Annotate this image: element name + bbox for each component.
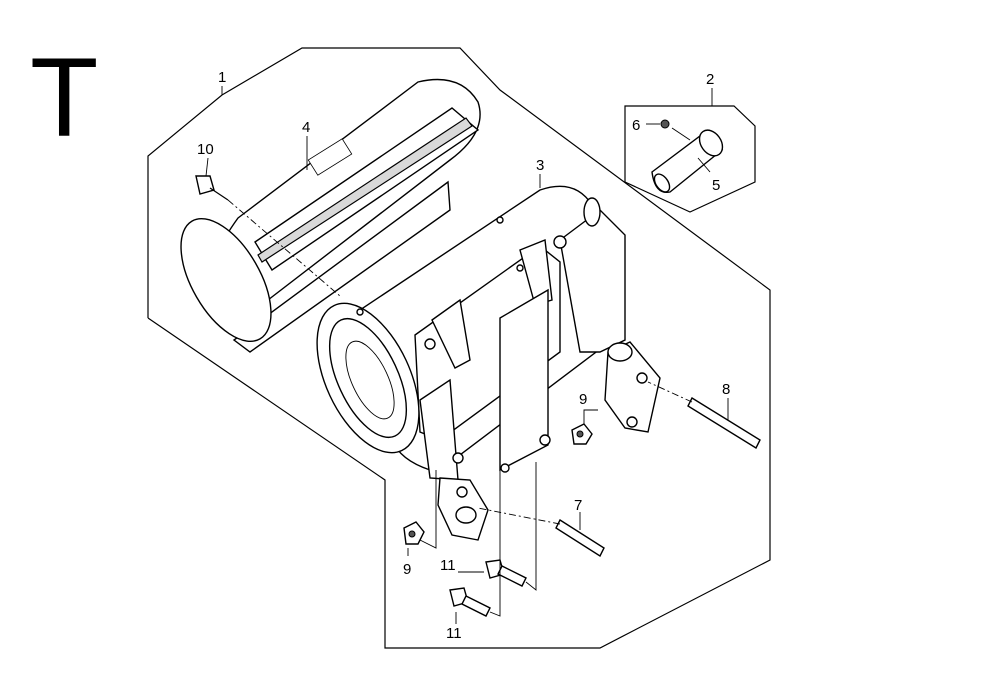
callout-7: 7 <box>574 497 582 514</box>
heat-shield-part <box>180 78 481 353</box>
spark-arrester-part <box>651 127 724 194</box>
nut-9-left-part <box>403 470 437 549</box>
callout-2: 2 <box>706 71 714 88</box>
leader-lines <box>205 123 729 624</box>
callout-8: 8 <box>722 381 730 398</box>
callout-5: 5 <box>712 177 720 194</box>
callout-9-left: 9 <box>403 561 411 578</box>
callout-9-right: 9 <box>579 391 587 408</box>
callout-11-lower: 11 <box>446 625 462 642</box>
section-letter: T <box>30 35 99 160</box>
bolt-10-part <box>195 175 341 297</box>
callout-1: 1 <box>218 69 226 86</box>
bolt-11-upper-part <box>485 462 537 591</box>
bolt-11-lower-part <box>449 470 501 617</box>
assembly-boundary-2 <box>624 88 756 213</box>
callout-11-upper: 11 <box>440 557 456 574</box>
muffler-body-part <box>316 185 661 541</box>
callout-3: 3 <box>536 157 544 174</box>
nut-9-right-part <box>571 409 598 445</box>
callout-10: 10 <box>197 141 214 158</box>
assembly-boundary-1 <box>147 47 771 649</box>
screw-6-part <box>660 119 670 129</box>
callout-6: 6 <box>632 117 640 134</box>
stud-bolt-8-part <box>647 381 761 449</box>
callout-4: 4 <box>302 119 310 136</box>
stud-bolt-7-part <box>477 507 605 558</box>
